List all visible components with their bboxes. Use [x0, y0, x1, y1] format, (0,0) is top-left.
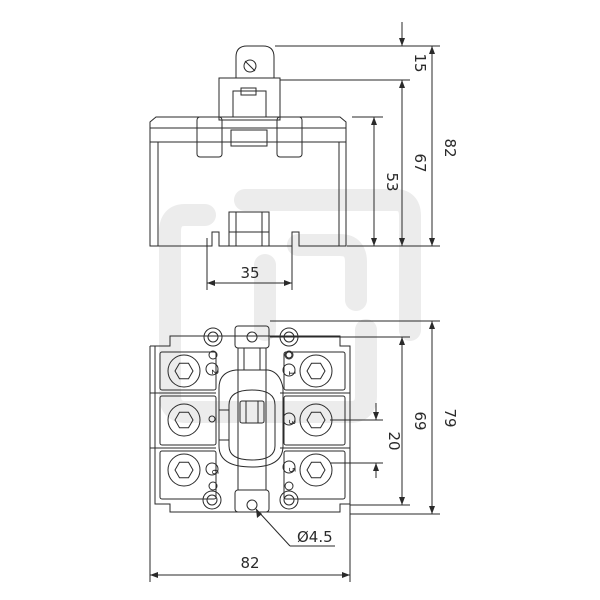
side-view	[150, 46, 346, 246]
terminal-screw-icon	[168, 404, 200, 436]
mount-hole-icon	[203, 491, 221, 509]
dim-20-label: 20	[385, 431, 403, 450]
side-bottom-slot	[229, 212, 269, 246]
fixing-hole-icon	[247, 332, 257, 342]
front-view	[150, 326, 350, 512]
dim-82-width-label: 82	[240, 554, 259, 572]
dim-67-label: 67	[411, 153, 429, 172]
terminal-screw-icon	[300, 454, 332, 486]
side-dimensions	[207, 22, 440, 290]
dim-35-label: 35	[240, 264, 259, 282]
dim-53-label: 53	[383, 172, 401, 191]
side-top-tab	[236, 46, 274, 78]
dim-69-label: 69	[411, 411, 429, 430]
side-clip-right	[277, 117, 302, 157]
side-housing	[150, 117, 346, 246]
fixing-hole-icon	[247, 500, 257, 510]
terminal-number-5: 5	[286, 467, 296, 473]
terminal-number-6: 6	[209, 469, 219, 475]
hole-diameter-label: Ø4.5	[297, 528, 333, 546]
terminal-number-1: 1	[286, 370, 296, 376]
dim-15-label: 15	[411, 53, 429, 72]
mount-hole-icon	[280, 491, 298, 509]
terminal-screw-icon	[168, 454, 200, 486]
terminal-screw-icon	[168, 355, 200, 387]
terminal-screw-icon	[300, 355, 332, 387]
side-neck	[219, 78, 280, 120]
front-dimensions	[150, 321, 440, 582]
side-clip-left	[197, 117, 222, 157]
dim-82-height-label: 82	[441, 138, 459, 157]
terminal-number-2: 2	[209, 369, 219, 375]
dim-79-label: 79	[441, 408, 459, 427]
mount-hole-icon	[204, 328, 222, 346]
terminal-number-3: 3	[286, 419, 296, 425]
tab-screw-icon	[244, 60, 256, 72]
